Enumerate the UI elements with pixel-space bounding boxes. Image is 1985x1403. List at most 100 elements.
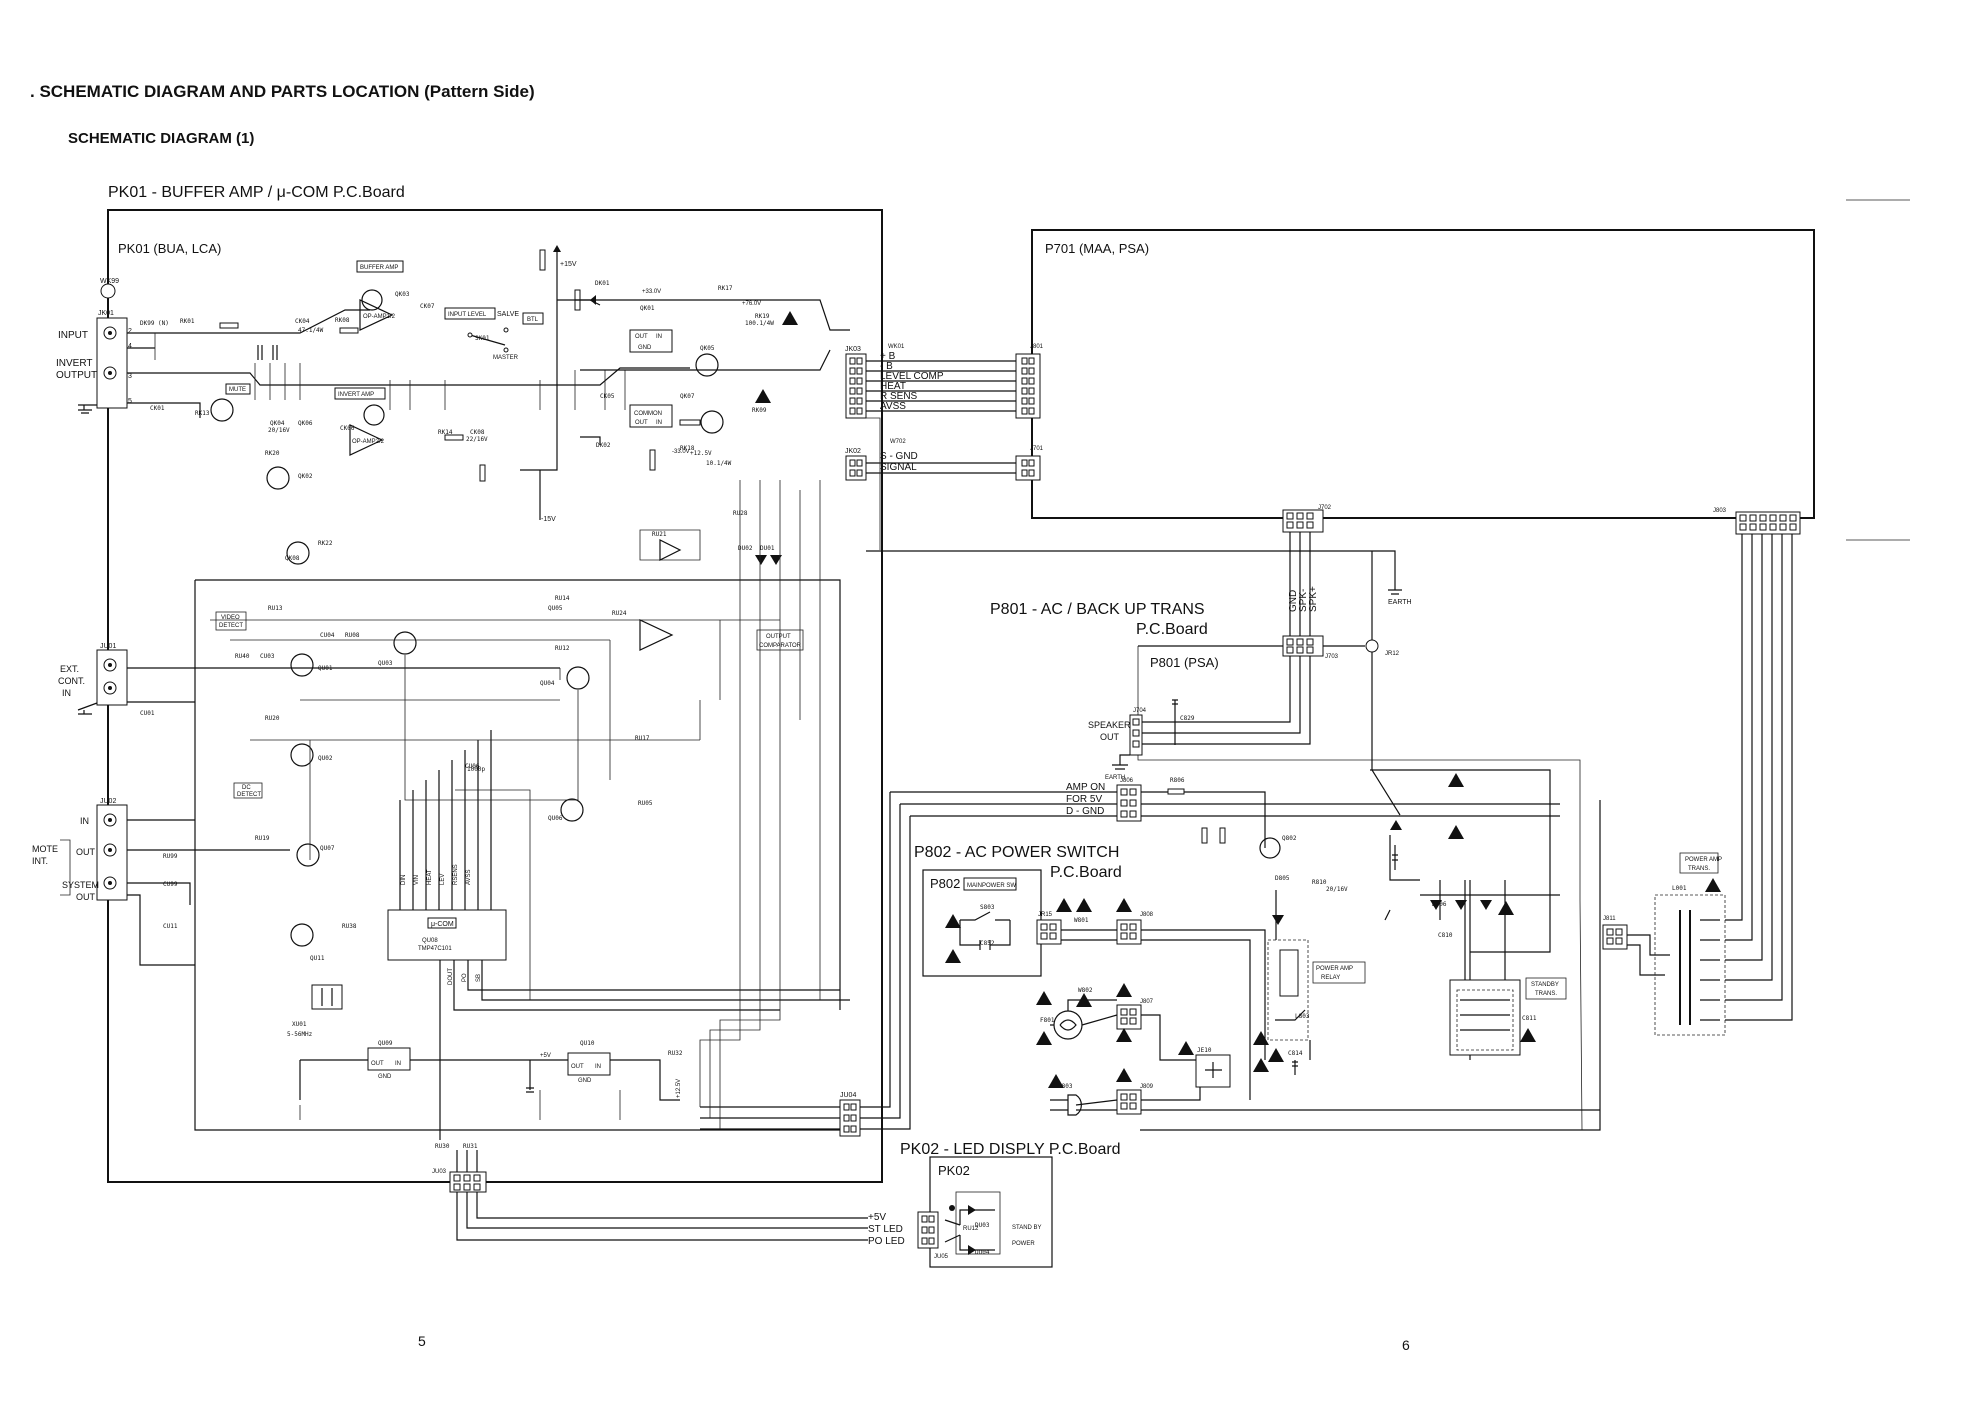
page-title: . SCHEMATIC DIAGRAM AND PARTS LOCATION (… bbox=[30, 82, 535, 101]
svg-text:L001: L001 bbox=[1672, 885, 1687, 892]
svg-text:+15V: +15V bbox=[560, 261, 577, 268]
svg-text:QK07: QK07 bbox=[680, 393, 695, 400]
svg-text:RU17: RU17 bbox=[635, 735, 650, 742]
svg-text:WK01: WK01 bbox=[888, 344, 905, 350]
signal-bus-jk02-j701: S - GND SIGNAL W702 bbox=[866, 439, 1016, 474]
svg-text:J809: J809 bbox=[1140, 1084, 1154, 1090]
svg-text:D805: D805 bbox=[1275, 875, 1290, 882]
svg-text:C810: C810 bbox=[1438, 932, 1453, 939]
svg-text:LEV: LEV bbox=[440, 874, 446, 885]
label-video-detect: DETECT bbox=[219, 623, 243, 629]
pk01-passive-components: RK01 DK99 (N) CK04 RK08 QK03 CK07 SK01 D… bbox=[140, 249, 770, 562]
svg-text:OUT: OUT bbox=[571, 1064, 584, 1070]
page-subtitle: SCHEMATIC DIAGRAM (1) bbox=[68, 130, 254, 147]
svg-text:47.1/4W: 47.1/4W bbox=[298, 327, 324, 334]
svg-text:JK02: JK02 bbox=[845, 448, 861, 455]
svg-text:DU04: DU04 bbox=[975, 1249, 990, 1256]
label-input: INPUT bbox=[58, 330, 88, 341]
svg-text:QK05: QK05 bbox=[700, 345, 715, 352]
svg-text:QK08: QK08 bbox=[285, 555, 300, 562]
svg-text:F801: F801 bbox=[1040, 1017, 1055, 1024]
svg-text:RU20: RU20 bbox=[265, 715, 280, 722]
svg-text:RU30: RU30 bbox=[435, 1143, 450, 1150]
signal-minus-b: - B bbox=[880, 361, 893, 372]
svg-text:IN: IN bbox=[595, 1064, 601, 1070]
svg-text:JU02: JU02 bbox=[100, 798, 116, 805]
svg-text:JU03: JU03 bbox=[432, 1169, 447, 1175]
svg-text:J807: J807 bbox=[1140, 999, 1154, 1005]
svg-text:RU24: RU24 bbox=[612, 610, 627, 617]
signal-po-led: PO LED bbox=[868, 1236, 905, 1247]
label-btl: BTL bbox=[527, 317, 539, 323]
label-salve: SALVE bbox=[497, 311, 519, 318]
svg-text:R810: R810 bbox=[1312, 879, 1327, 886]
svg-text:QU09: QU09 bbox=[378, 1040, 393, 1047]
svg-text:CK06: CK06 bbox=[340, 425, 355, 432]
signal-for-5v: FOR 5V bbox=[1066, 794, 1102, 805]
svg-text:RSENS: RSENS bbox=[453, 864, 459, 885]
svg-text:RK13: RK13 bbox=[195, 410, 210, 417]
svg-text:JR15: JR15 bbox=[1038, 912, 1053, 918]
svg-text:L803: L803 bbox=[1295, 1013, 1310, 1020]
svg-text:RU13: RU13 bbox=[268, 605, 283, 612]
connector-j703: J703 bbox=[1282, 635, 1339, 660]
svg-text:RU21: RU21 bbox=[652, 531, 667, 538]
svg-text:20/16V: 20/16V bbox=[268, 427, 290, 434]
led-module bbox=[955, 1191, 1001, 1255]
svg-text:W802: W802 bbox=[1078, 987, 1093, 994]
p701-board-title: P701 (MAA, PSA) bbox=[1045, 241, 1149, 256]
p801-board-inner: P801 (PSA) bbox=[1150, 655, 1219, 670]
svg-text:J808: J808 bbox=[1140, 912, 1154, 918]
ju-part-labels: QU01 QU02 QU03 QU04 QU05 QU06 QU07 QU09 … bbox=[140, 510, 990, 1256]
svg-text:+33.0V: +33.0V bbox=[642, 289, 661, 295]
svg-text:QU10: QU10 bbox=[580, 1040, 595, 1047]
svg-text:5-56MHz: 5-56MHz bbox=[287, 1031, 313, 1038]
connector-j704: J704 bbox=[1129, 708, 1147, 756]
p801-board-title-2: P.C.Board bbox=[1136, 621, 1208, 638]
label-stand-by: STAND BY bbox=[1012, 1225, 1042, 1231]
svg-text:OUT: OUT bbox=[635, 420, 648, 426]
svg-text:SK01: SK01 bbox=[475, 335, 490, 342]
label-speaker: SPEAKER bbox=[1088, 720, 1131, 730]
transistors bbox=[210, 289, 1281, 947]
svg-text:DK01: DK01 bbox=[595, 280, 610, 287]
svg-text:J806: J806 bbox=[1120, 778, 1134, 784]
label-system-out: OUT bbox=[76, 892, 96, 902]
connector-j808: J808 bbox=[1116, 912, 1154, 945]
pk02-board-title: PK02 - LED DISPLY P.C.Board bbox=[900, 1141, 1121, 1158]
svg-text:+5V: +5V bbox=[540, 1053, 551, 1059]
svg-text:JU05: JU05 bbox=[934, 1254, 949, 1260]
svg-text:2: 2 bbox=[128, 328, 132, 335]
pk02-board-inner: PK02 bbox=[938, 1163, 970, 1178]
label-video: VIDEO bbox=[221, 615, 240, 621]
power-amp-relay bbox=[1279, 949, 1299, 997]
ucom-ic: μ-COM QU08 TMP47C101 DIN VIN HEAT LEV RS… bbox=[387, 864, 507, 985]
svg-text:XU01: XU01 bbox=[292, 1021, 307, 1028]
svg-text:+12.5V: +12.5V bbox=[690, 450, 712, 457]
svg-text:+76.0V: +76.0V bbox=[742, 301, 761, 307]
power-amp-transformer bbox=[1654, 894, 1726, 1036]
label-in: IN bbox=[80, 816, 89, 826]
connector-ju05: JU05 bbox=[917, 1211, 949, 1260]
svg-text:RK17: RK17 bbox=[718, 285, 733, 292]
svg-text:C814: C814 bbox=[1288, 1050, 1303, 1057]
label-power-amp-relay-1: POWER AMP bbox=[1316, 966, 1353, 972]
svg-text:RK22: RK22 bbox=[318, 540, 333, 547]
svg-text:DU02: DU02 bbox=[738, 545, 753, 552]
svg-text:J703: J703 bbox=[1325, 654, 1339, 660]
svg-text:RK14: RK14 bbox=[438, 429, 453, 436]
signal-spk-minus: SPK- bbox=[1298, 589, 1309, 612]
svg-text:HEAT: HEAT bbox=[427, 869, 433, 885]
svg-text:QK02: QK02 bbox=[298, 473, 313, 480]
svg-text:RU99: RU99 bbox=[163, 853, 178, 860]
label-dc: DC bbox=[242, 785, 251, 791]
svg-text:CK08: CK08 bbox=[470, 429, 485, 436]
svg-text:Q802: Q802 bbox=[1282, 835, 1297, 842]
svg-text:QK03: QK03 bbox=[395, 291, 410, 298]
connector-ju02: JU02 bbox=[96, 798, 128, 901]
label-standby: STANDBY bbox=[1531, 982, 1559, 988]
connector-jk03: JK03 bbox=[845, 346, 867, 419]
